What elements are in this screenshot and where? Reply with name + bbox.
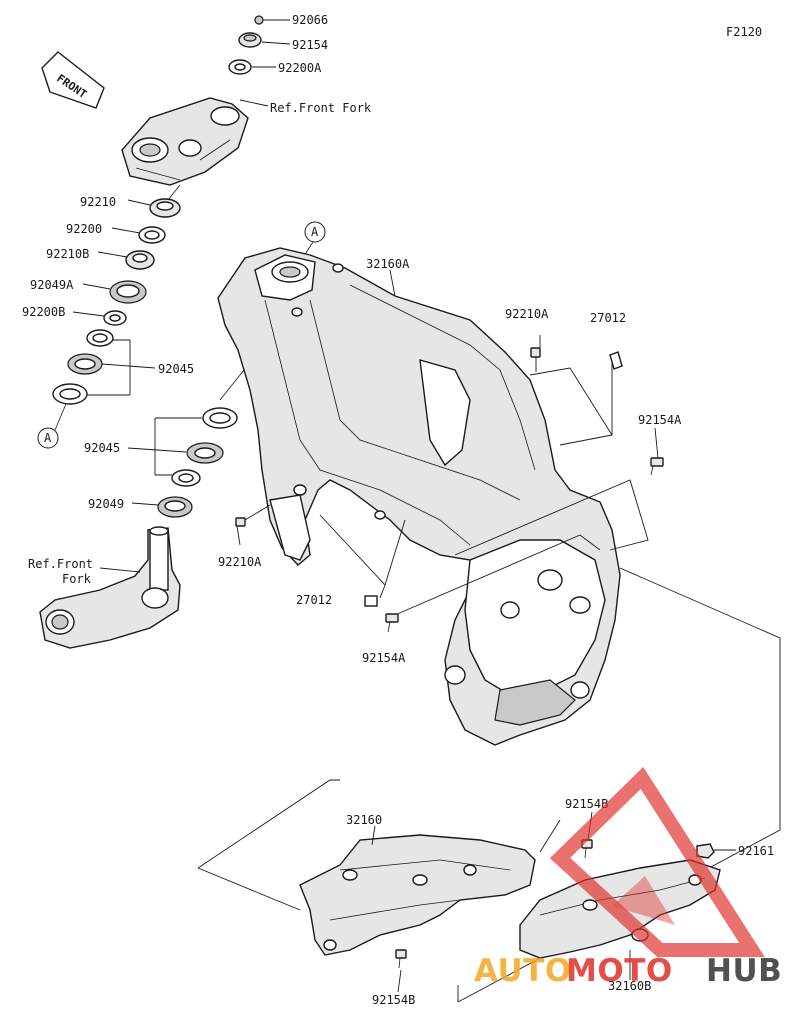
bolt-92154A-right (650, 457, 664, 476)
seal-92049 (157, 496, 193, 518)
watermark-part2: MOTO (566, 953, 673, 989)
label-92200A: 92200A (278, 61, 322, 75)
label-92045-lower: 92045 (84, 441, 120, 455)
bolt-92154B-bottom (395, 949, 407, 969)
label-92210B: 92210B (46, 247, 89, 261)
label-27012-bottom (364, 595, 378, 607)
label-27012-top: 27012 (590, 311, 626, 325)
watermark-part1: AUTO (474, 953, 572, 989)
bearing-upper (67, 353, 103, 375)
main-frame-32160A (217, 247, 621, 746)
cap-92154 (238, 32, 262, 48)
bearing-race-lower (171, 469, 201, 487)
bolt-92154A-bottom (385, 613, 399, 633)
ref-a-left-label: A (44, 431, 52, 445)
figure-code: F2120 (726, 25, 762, 39)
washer-92200A (228, 59, 252, 75)
bolt-92210A-bottom (235, 517, 246, 527)
label-27012-top (609, 351, 623, 370)
bearing-cup-lower (202, 407, 238, 429)
label-ref-front-line1: Ref.Front (28, 557, 93, 571)
watermark-logo: AUTO MOTO HUB (474, 766, 782, 989)
label-32160A: 32160A (366, 257, 410, 271)
front-arrow-icon: FRONT (41, 51, 105, 109)
label-32160B: 32160B (608, 979, 651, 993)
ref-a-top-label: A (311, 225, 319, 239)
washer-92200B (103, 310, 127, 326)
label-92154: 92154 (292, 38, 328, 52)
label-ref-front-line2: Fork (62, 572, 92, 586)
nut-92066 (254, 15, 264, 25)
subframe-32160 (299, 834, 536, 956)
label-ref-front-fork-top: Ref.Front Fork (270, 101, 372, 115)
label-92200B: 92200B (22, 305, 65, 319)
label-92210A-top: 92210A (505, 307, 549, 321)
bearing-race-upper (86, 329, 114, 347)
nut-92210B (125, 250, 155, 270)
stem-nut-92210 (149, 198, 181, 218)
label-27012-bottom: 27012 (296, 593, 332, 607)
label-92210: 92210 (80, 195, 116, 209)
label-92154A-bottom: 92154A (362, 651, 406, 665)
lower-triple-clamp (39, 526, 181, 649)
upper-triple-clamp (121, 97, 249, 186)
label-92154A-right: 92154A (638, 413, 682, 427)
label-92210A-bottom: 92210A (218, 555, 262, 569)
seal-92049A (109, 280, 147, 304)
label-92161: 92161 (738, 844, 774, 858)
label-92049: 92049 (88, 497, 124, 511)
label-92200: 92200 (66, 222, 102, 236)
ref-a-left-marker: A (37, 403, 67, 449)
bearing-lower (186, 442, 224, 464)
label-92066: 92066 (292, 13, 328, 27)
label-32160: 32160 (346, 813, 382, 827)
label-92049A: 92049A (30, 278, 74, 292)
bearing-cup-upper (52, 383, 88, 405)
watermark-part3: HUB (706, 953, 782, 989)
bolt-92210A-top (530, 347, 541, 358)
label-92154B-bottom: 92154B (372, 993, 415, 1007)
label-92045-upper: 92045 (158, 362, 194, 376)
washer-92200 (138, 226, 166, 244)
label-92154B-top: 92154B (565, 797, 608, 811)
